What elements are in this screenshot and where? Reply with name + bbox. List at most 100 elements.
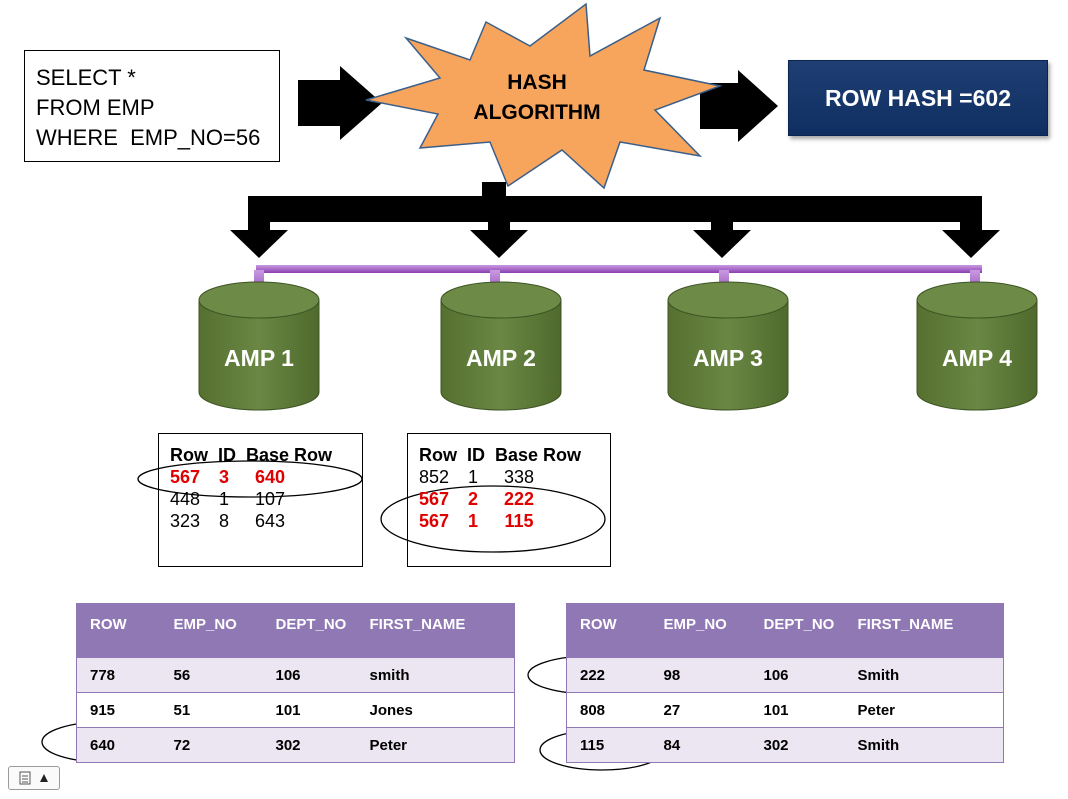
table-cell: 778 [76,657,161,693]
row-id-table-header: Row ID Base Row [419,445,582,465]
column-header: ROW [566,603,651,658]
table-cell: Smith [844,657,1004,693]
base-row-cell: 107 [254,489,286,509]
row-id-row: 852 1 338 [419,466,610,488]
table-row: 222 98 106 Smith [566,657,1004,693]
triangle-up-icon[interactable] [39,773,49,783]
table-cell: smith [356,657,515,693]
column-header: EMP_NO [650,603,751,658]
arrow-down-icon [942,196,1000,258]
table-cell: 56 [160,657,263,693]
table-cell: 302 [750,727,845,763]
base-row-cell: 640 [254,467,286,487]
table-cell: 808 [566,692,651,728]
amp-2-cylinder [440,281,562,411]
hash-label-line: HASH [507,71,567,94]
emp-table-amp1: ROW EMP_NO DEPT_NO FIRST_NAME 778 56 106… [76,603,515,763]
arrow-down-icon [230,196,288,258]
emp-table-amp2: ROW EMP_NO DEPT_NO FIRST_NAME 222 98 106… [566,603,1004,763]
table-cell: Smith [844,727,1004,763]
table-cell: 27 [650,692,751,728]
column-header: DEPT_NO [750,603,845,658]
amp-label: AMP 1 [224,345,294,371]
column-header: FIRST_NAME [356,603,515,658]
column-header: FIRST_NAME [844,603,1004,658]
table-row: 640 72 302 Peter [76,727,515,763]
column-header: EMP_NO [160,603,263,658]
query-line: SELECT * [36,65,136,90]
emp-table-header-row: ROW EMP_NO DEPT_NO FIRST_NAME [76,603,515,658]
hash-algorithm-starburst [365,2,723,190]
table-cell: 915 [76,692,161,728]
hash-label-line: ALGORITHM [473,101,601,124]
column-header: ROW [76,603,161,658]
uniqueness-id-cell: 3 [218,467,229,487]
uniqueness-id-cell: 1 [218,489,229,509]
table-cell: 101 [750,692,845,728]
uniqueness-id-cell: 1 [467,511,478,531]
uniqueness-id-cell: 8 [218,511,229,531]
row-id-table-amp2: Row ID Base Row 852 1 338 567 2 222 567 … [407,433,611,567]
table-cell: Peter [844,692,1004,728]
row-id-row: 567 3 640 [170,466,362,488]
slide-nav-control[interactable] [8,766,60,790]
row-hash-box: ROW HASH =602 [788,60,1048,136]
row-hash-cell: 567 [419,511,450,531]
sql-query-box: SELECT * FROM EMP WHERE EMP_NO=56 [24,50,280,162]
arrow-right-icon [700,70,778,142]
table-cell: Peter [356,727,515,763]
table-row: 915 51 101 Jones [76,692,515,728]
bynet-bus [256,265,982,273]
row-id-table-header: Row ID Base Row [170,445,333,465]
emp-table-header-row: ROW EMP_NO DEPT_NO FIRST_NAME [566,603,1004,658]
base-row-cell: 222 [503,489,535,509]
arrow-down-icon [693,196,751,258]
base-row-cell: 338 [503,467,535,487]
hash-algorithm-label: HASH ALGORITHM [462,68,612,128]
table-cell: 106 [262,657,357,693]
table-cell: 115 [566,727,651,763]
amp-1-cylinder [198,281,320,411]
table-cell: 640 [76,727,161,763]
table-cell: 72 [160,727,263,763]
query-line: FROM EMP [36,95,155,120]
row-hash-cell: 567 [419,489,450,509]
column-header: DEPT_NO [262,603,357,658]
query-line: WHERE EMP_NO=56 [36,125,261,150]
row-hash-cell: 323 [170,511,201,531]
amp-4-cylinder [916,281,1038,411]
table-cell: 222 [566,657,651,693]
row-hash-cell: 567 [170,467,201,487]
distribution-bar [256,196,972,222]
table-cell: Jones [356,692,515,728]
amp-label: AMP 3 [693,345,763,371]
uniqueness-id-cell: 1 [467,467,478,487]
slide-menu-icon[interactable] [19,771,33,785]
table-row: 808 27 101 Peter [566,692,1004,728]
table-cell: 302 [262,727,357,763]
table-cell: 84 [650,727,751,763]
base-row-cell: 643 [254,511,286,531]
amp-label: AMP 2 [466,345,536,371]
table-row: 115 84 302 Smith [566,727,1004,763]
row-id-row: 323 8 643 [170,510,362,532]
amp-3-cylinder [667,281,789,411]
arrow-right-icon [298,66,382,140]
base-row-cell: 115 [504,511,534,531]
table-cell: 51 [160,692,263,728]
highlight-ellipse [380,485,606,553]
row-id-table-amp1: Row ID Base Row 567 3 640 448 1 107 323 … [158,433,363,567]
uniqueness-id-cell: 2 [467,489,478,509]
table-cell: 98 [650,657,751,693]
row-id-row: 448 1 107 [170,488,362,510]
table-cell: 101 [262,692,357,728]
row-hash-cell: 448 [170,489,201,509]
row-id-row: 567 2 222 [419,488,610,510]
table-cell: 106 [750,657,845,693]
table-row: 778 56 106 smith [76,657,515,693]
row-id-row: 567 1 115 [419,510,610,532]
row-hash-cell: 852 [419,467,450,487]
amp-label: AMP 4 [942,345,1012,371]
arrow-down-icon [470,196,528,258]
